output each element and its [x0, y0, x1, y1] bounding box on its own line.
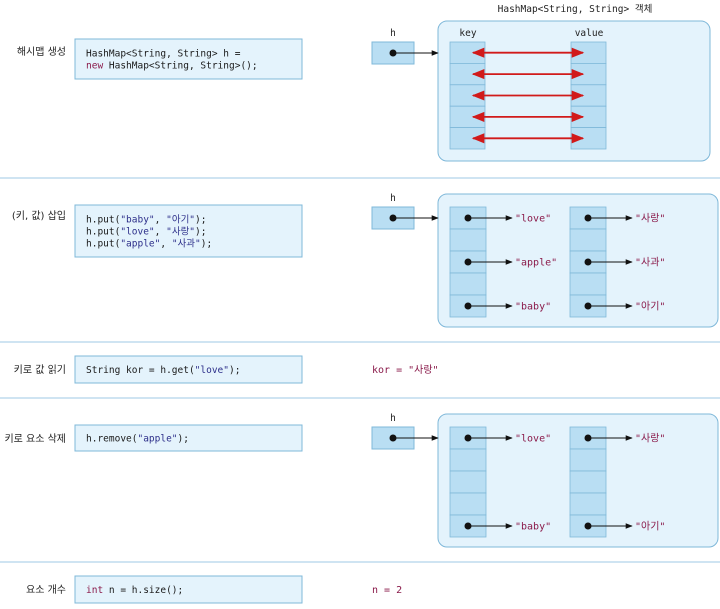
key-cell	[449, 492, 487, 516]
code-line: h.put("apple", "사과");	[86, 239, 212, 250]
code-token: h.put(	[86, 215, 120, 226]
code-token: "아기"	[166, 215, 195, 226]
code-token: h.remove(	[86, 434, 137, 445]
var-name-label: h	[390, 413, 396, 424]
code-token: "사랑"	[166, 226, 195, 238]
key-text: "baby"	[515, 522, 551, 533]
section-remove: 키로 요소 삭제 h.remove("apple"); "love" "사랑" "bab…	[4, 413, 719, 548]
key-cell	[449, 448, 487, 472]
value-cell	[569, 228, 607, 252]
code-token: new	[86, 61, 103, 72]
value-text: "아기"	[635, 301, 665, 313]
value-text: "아기"	[635, 521, 665, 533]
var-name-label: h	[390, 193, 396, 204]
code-line: h.put("baby", "아기");	[86, 215, 206, 226]
code-token: "love"	[120, 227, 154, 238]
code-token: HashMap<String, String> h =	[86, 49, 241, 60]
code-token: "apple"	[120, 239, 160, 250]
code-token: ,	[160, 239, 171, 250]
get-result: kor = "사랑"	[372, 364, 439, 376]
object-title: HashMap<String, String> 객체	[498, 4, 653, 15]
value-cell	[569, 272, 607, 296]
value-column-header: value	[575, 28, 604, 39]
value-text: "사랑"	[635, 433, 665, 445]
key-text: "baby"	[515, 302, 551, 313]
code-box	[74, 38, 303, 80]
section-label: 해시맵 생성	[17, 45, 66, 58]
key-text: "apple"	[515, 258, 557, 269]
key-column-header: key	[459, 28, 476, 39]
section-label: 요소 개수	[26, 584, 66, 596]
section-label: 키로 요소 삭제	[4, 433, 66, 445]
section-create: 해시맵 생성 HashMap<String, String> h =new Has…	[17, 20, 711, 162]
section-size: 요소 개수 int n = h.size(); n = 2	[26, 575, 402, 604]
code-token: "apple"	[137, 434, 177, 445]
section-dividers	[0, 177, 720, 563]
code-token: "사과"	[172, 239, 201, 250]
key-cell	[449, 228, 487, 252]
section-get: 키로 값 읽기 String kor = h.get("love"); kor = …	[14, 355, 439, 384]
value-cell	[569, 492, 607, 516]
value-cell	[569, 448, 607, 472]
size-result: n = 2	[372, 585, 402, 596]
code-line: int n = h.size();	[86, 585, 183, 596]
code-line: h.put("love", "사랑");	[86, 226, 206, 238]
code-token: "love"	[195, 365, 229, 376]
code-token: "baby"	[120, 215, 154, 226]
code-token: ,	[155, 215, 166, 226]
code-token: );	[195, 215, 206, 226]
code-token: h.put(	[86, 227, 120, 238]
section-label: 키로 값 읽기	[14, 363, 66, 376]
code-token: ,	[155, 227, 166, 238]
code-line: String kor = h.get("love");	[86, 365, 240, 376]
code-box	[74, 204, 303, 258]
code-token: );	[229, 365, 240, 376]
value-text: "사과"	[635, 257, 665, 269]
code-token: h.put(	[86, 239, 120, 250]
value-text: "사랑"	[635, 213, 665, 225]
code-box	[74, 424, 303, 452]
code-line: HashMap<String, String> h =	[86, 49, 241, 60]
key-cell	[449, 272, 487, 296]
code-box	[74, 355, 303, 384]
code-line: h.remove("apple");	[86, 434, 189, 445]
value-cell	[569, 470, 607, 494]
code-token: HashMap<String, String>();	[103, 61, 257, 72]
code-token: int	[86, 585, 103, 596]
var-name-label: h	[390, 28, 396, 39]
key-text: "love"	[515, 434, 551, 445]
code-token: n = h.size();	[103, 585, 183, 596]
code-token: );	[178, 434, 189, 445]
section-label: (키, 값) 삽입	[12, 209, 66, 222]
key-cell	[449, 470, 487, 494]
code-line: new HashMap<String, String>();	[86, 61, 258, 72]
code-token: );	[195, 227, 206, 238]
code-token: String kor = h.get(	[86, 365, 195, 376]
key-text: "love"	[515, 214, 551, 225]
code-box	[74, 575, 303, 604]
code-token: );	[201, 239, 212, 250]
